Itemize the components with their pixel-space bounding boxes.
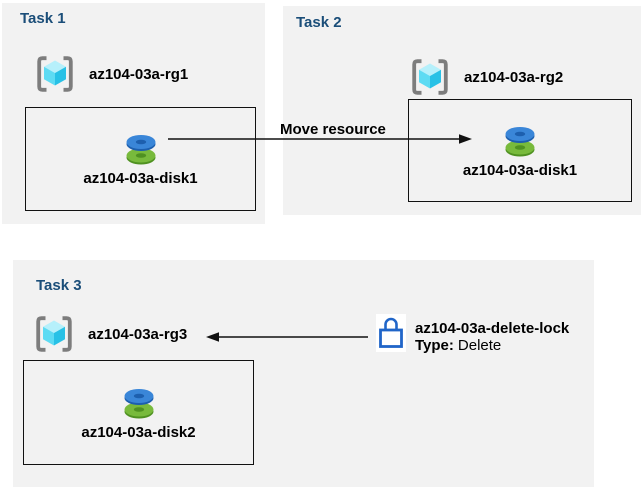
task3-resource-group: az104-03a-rg3 (32, 312, 187, 356)
task3-disk-box: az104-03a-disk2 (23, 360, 254, 465)
task1-group: Task 1 az104-03a-rg1 (2, 3, 265, 224)
task2-group: Task 2 az104-03a-rg2 (283, 6, 641, 215)
task3-disk-name: az104-03a-disk2 (81, 423, 196, 441)
resource-group-icon (32, 312, 76, 356)
lock-label-block: az104-03a-delete-lock Type:Delete (415, 320, 570, 355)
disk-icon (500, 123, 540, 159)
task1-disk-name: az104-03a-disk1 (83, 170, 198, 187)
task1-resource-group-name: az104-03a-rg1 (89, 65, 189, 83)
lock-icon (376, 314, 406, 352)
disk-icon (121, 131, 161, 167)
task1-resource-group: az104-03a-rg1 (33, 52, 188, 96)
lock-type-line: Type:Delete (415, 336, 569, 355)
disk-icon (119, 385, 159, 421)
task3-group: Task 3 az104-03a-rg3 (13, 260, 594, 487)
lock-name: az104-03a-delete-lock (415, 320, 570, 337)
task2-resource-group: az104-03a-rg2 (408, 55, 563, 99)
task1-disk-box: az104-03a-disk1 (25, 107, 256, 211)
lock-type-value: Delete (457, 336, 502, 354)
task3-title: Task 3 (36, 277, 82, 294)
task2-disk-box: az104-03a-disk1 (408, 99, 632, 202)
lock-type-label: Type: (415, 336, 454, 354)
task3-resource-group-name: az104-03a-rg3 (88, 325, 188, 343)
task2-title: Task 2 (296, 14, 342, 31)
move-resource-label: Move resource (280, 121, 386, 138)
task2-resource-group-name: az104-03a-rg2 (464, 68, 564, 86)
task2-disk-name: az104-03a-disk1 (462, 161, 578, 179)
resource-group-icon (408, 55, 452, 99)
task1-title: Task 1 (20, 10, 66, 27)
resource-group-icon (33, 52, 77, 96)
